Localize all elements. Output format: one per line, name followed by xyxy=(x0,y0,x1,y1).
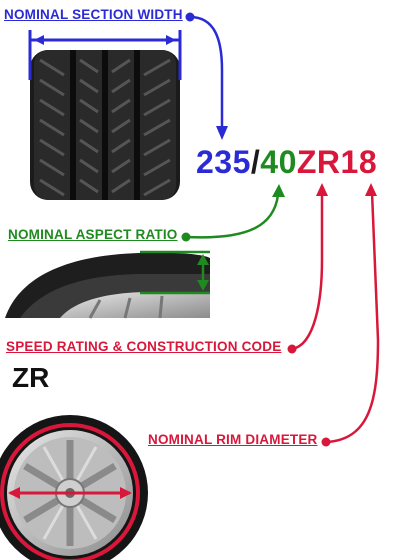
speed-rating-pointer xyxy=(287,183,328,354)
aspect-ratio-label: NOMINAL ASPECT RATIO xyxy=(8,227,178,242)
tire-sidewall-image xyxy=(5,252,210,319)
code-aspect: 40 xyxy=(260,144,297,180)
tire-tread-image xyxy=(30,50,180,200)
code-rim: 18 xyxy=(340,144,378,180)
section-width-label: NOMINAL SECTION WIDTH xyxy=(4,7,183,22)
rim-diameter-pointer xyxy=(321,183,380,447)
speed-rating-label: SPEED RATING & CONSTRUCTION CODE xyxy=(6,339,282,354)
section-width-indicator xyxy=(28,30,182,80)
aspect-ratio-indicator xyxy=(140,250,210,295)
tire-size-code: 235/40ZR18 xyxy=(196,144,377,181)
code-separator: / xyxy=(250,144,261,180)
code-construction: ZR xyxy=(296,144,341,180)
aspect-ratio-pointer xyxy=(181,184,285,242)
code-width: 235 xyxy=(196,144,251,180)
rim-diameter-label: NOMINAL RIM DIAMETER xyxy=(148,432,318,447)
construction-example-text: ZR xyxy=(12,362,50,393)
wheel-image xyxy=(0,415,148,560)
rim-diameter-indicator xyxy=(8,487,132,499)
section-width-pointer xyxy=(185,12,228,140)
